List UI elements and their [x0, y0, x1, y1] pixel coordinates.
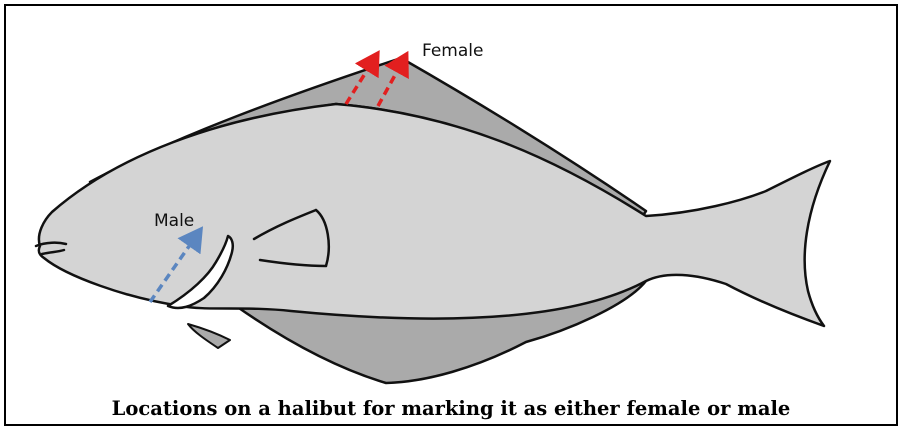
female-label: Female: [422, 41, 483, 61]
male-label: Male: [154, 211, 194, 231]
halibut-figure: Female Male Locations on a halibut for m…: [4, 4, 898, 426]
halibut-illustration: [6, 6, 900, 428]
pelvic-fin: [188, 324, 230, 348]
figure-caption: Locations on a halibut for marking it as…: [6, 397, 896, 420]
